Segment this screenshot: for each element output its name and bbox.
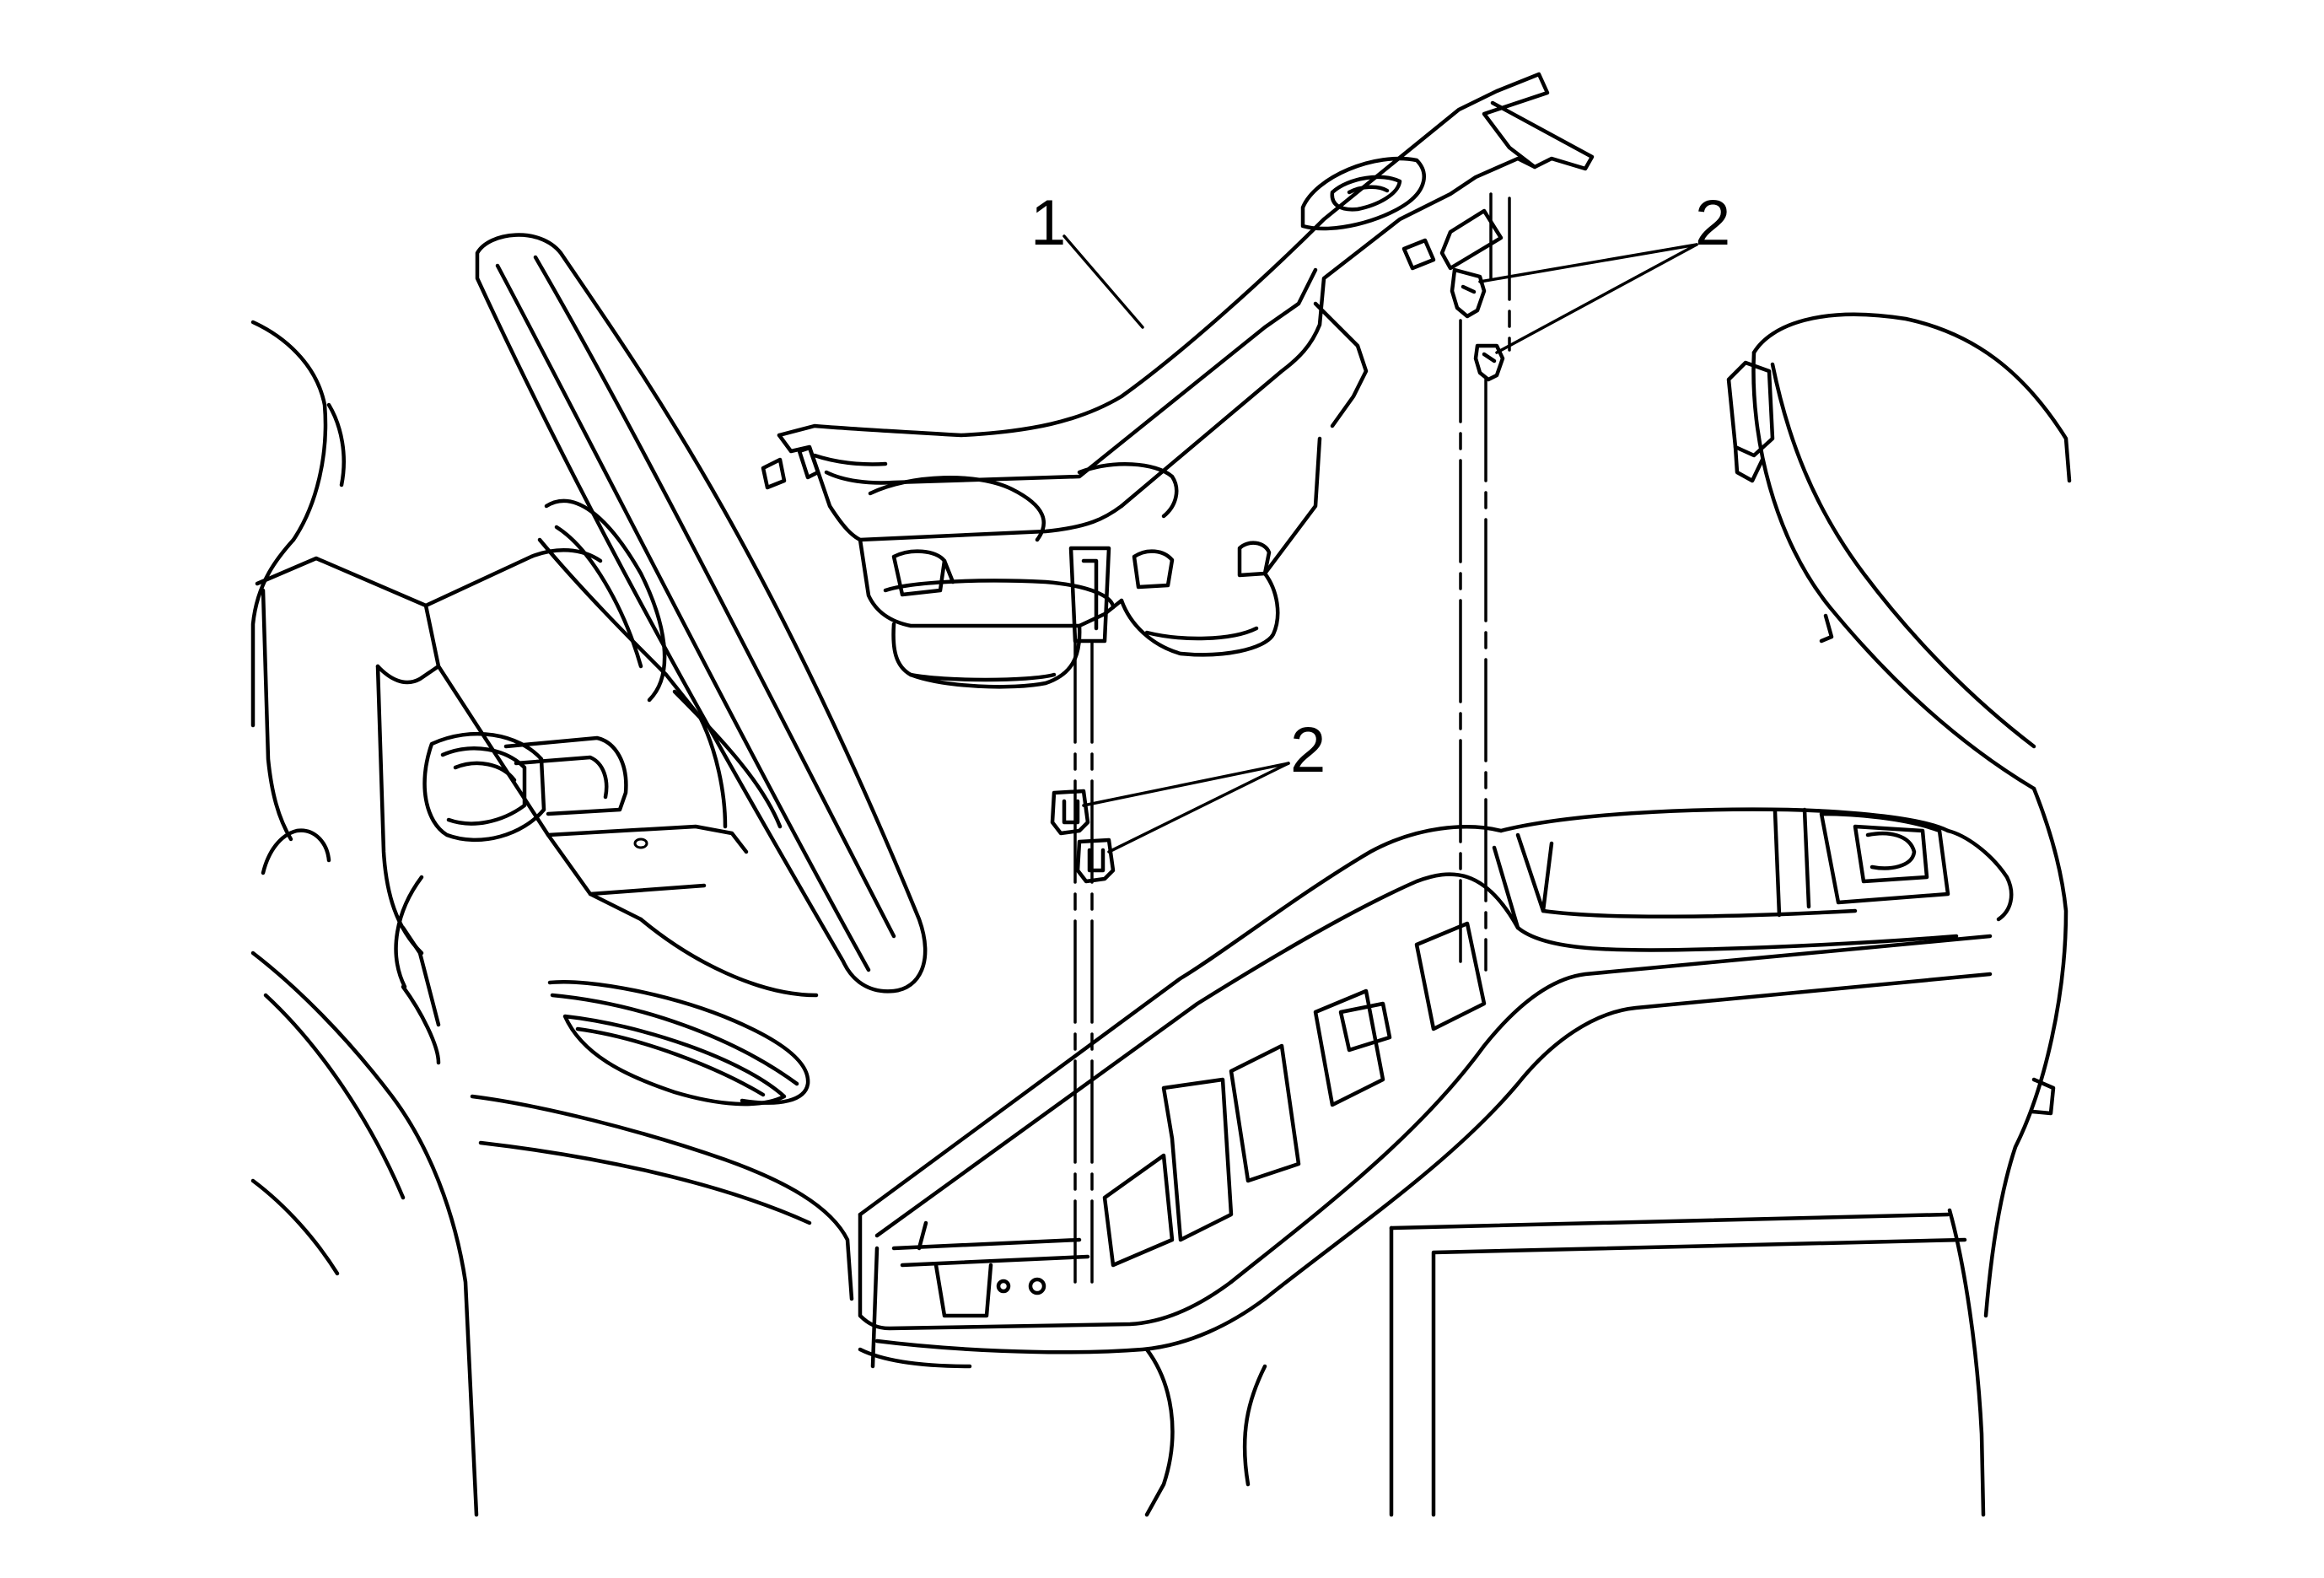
retaining-clip-lower-1 — [1050, 789, 1090, 836]
steering-wheel — [475, 233, 928, 994]
callout-2-lower: 2 — [1290, 714, 1326, 786]
floor-console — [858, 807, 2014, 1517]
shifter-bezel — [470, 980, 854, 1301]
driver-seat — [250, 320, 479, 1517]
callout-2-upper: 2 — [1695, 187, 1730, 259]
retaining-clip-upper-2 — [1473, 343, 1505, 382]
alignment-lines — [1073, 192, 1511, 1284]
callout-1: 1 — [1030, 187, 1066, 259]
leader-lines — [1062, 234, 1698, 854]
retaining-clip-upper-1 — [1450, 267, 1487, 319]
cup-holder-trim-plate — [761, 72, 1595, 689]
passenger-seat — [1726, 312, 2072, 1517]
retaining-clip-lower-2 — [1075, 837, 1116, 884]
turn-signal-lever — [394, 731, 628, 1065]
